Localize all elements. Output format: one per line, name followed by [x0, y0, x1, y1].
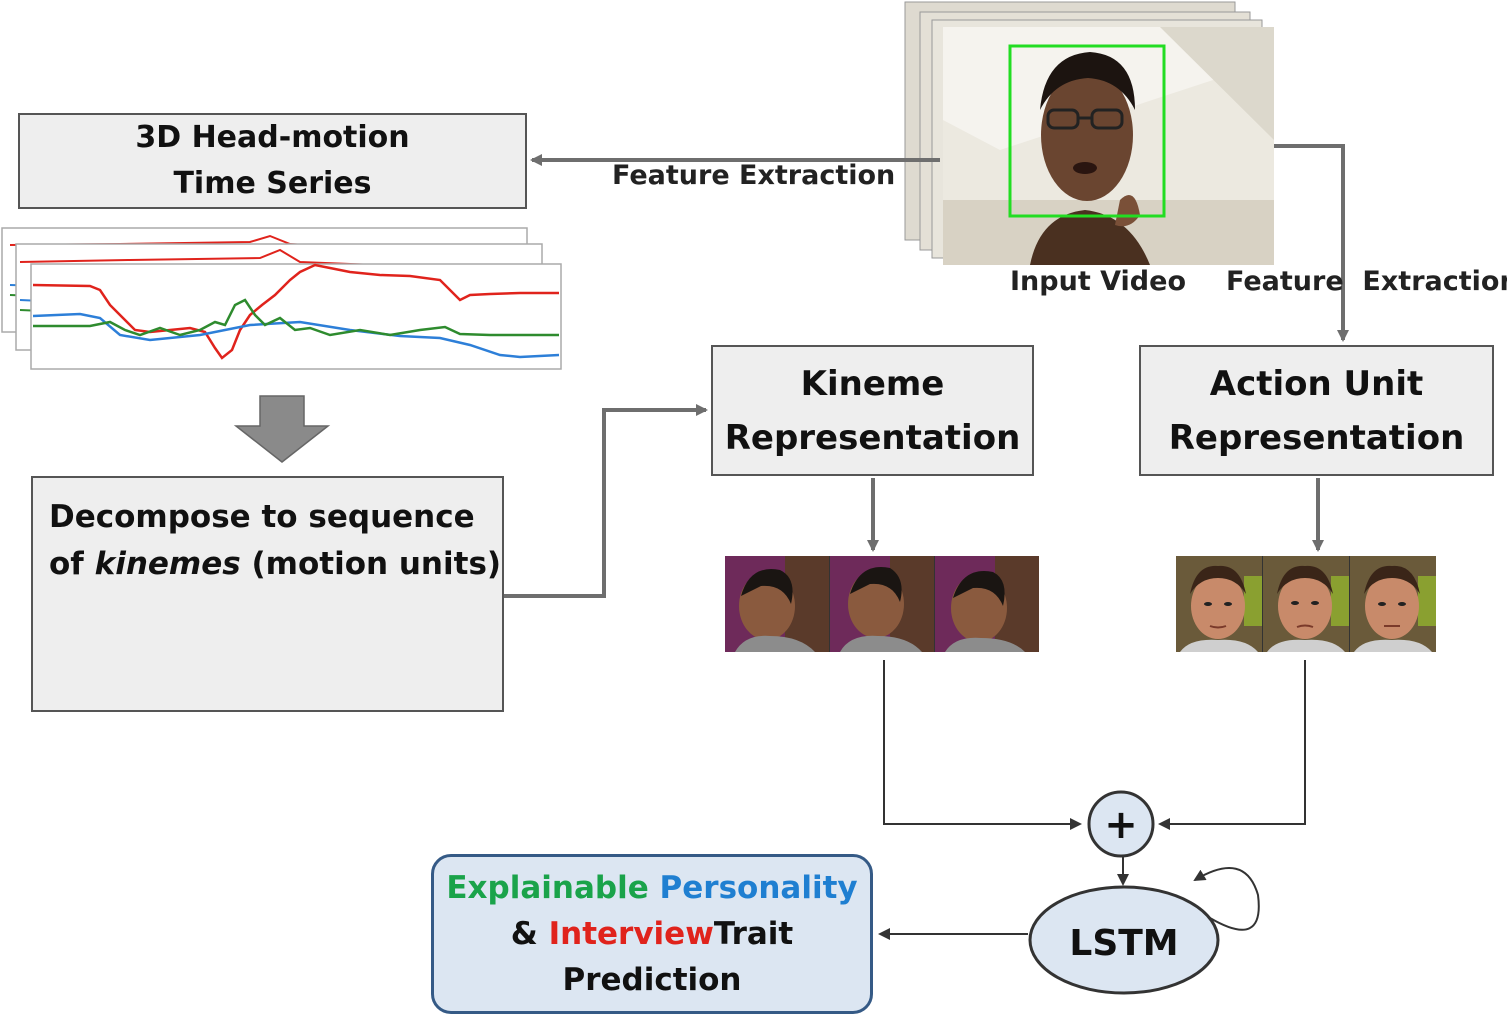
timeseries-line-2: Time Series [173, 166, 372, 201]
person-figure [1030, 52, 1150, 265]
arrow-to-kineme [504, 404, 708, 598]
prediction-line-2: & InterviewTrait [434, 911, 870, 957]
prediction-line-3: Prediction [562, 962, 742, 998]
feature-extraction-label-left: Feature Extraction [612, 160, 896, 191]
kineme-line-2: Representation [724, 417, 1021, 458]
decompose-line-1: Decompose to sequence [49, 499, 475, 535]
decompose-line-2: of kinemes (motion units) [49, 541, 501, 588]
prediction-output-box: Explainable Personality & InterviewTrait… [431, 854, 873, 1014]
lstm-recurrent-loop [1193, 867, 1260, 931]
input-video-label: Input Video [1010, 266, 1186, 297]
word-ampersand: & [510, 916, 538, 952]
decompose-kinemes-italic: kinemes [94, 546, 241, 582]
action-unit-avatar-thumbnails [1176, 556, 1436, 652]
timeseries-line-1: 3D Head-motion [135, 120, 410, 155]
line-kineme-to-plus [883, 660, 1082, 830]
series-green-line [33, 298, 559, 337]
plus-symbol: + [1104, 802, 1138, 848]
action-unit-line-2: Representation [1168, 417, 1465, 458]
series-red-line [32, 263, 559, 360]
decompose-of: of [49, 546, 95, 582]
action-unit-avatar-frame [1263, 556, 1350, 652]
decompose-kinemes-box: Decompose to sequence of kinemes (motion… [31, 476, 504, 712]
arrow-to-action-unit [1274, 144, 1349, 342]
word-personality: Personality [659, 870, 858, 906]
lstm-node [1028, 885, 1220, 995]
word-explainable: Explainable [446, 870, 649, 906]
kineme-avatar-thumbnails [725, 556, 1039, 652]
word-interview: Interview [548, 916, 714, 952]
kineme-avatar-frame [935, 556, 1039, 652]
action-unit-avatar-frame [1350, 556, 1436, 652]
decompose-motion-units: (motion units) [240, 546, 502, 582]
down-block-arrow [233, 395, 331, 463]
prediction-line-1: Explainable Personality [434, 865, 870, 911]
head-motion-plots [1, 227, 562, 370]
line-au-to-plus [1158, 660, 1306, 830]
lstm-label: LSTM [1069, 923, 1178, 964]
action-unit-avatar-frame [1176, 556, 1263, 652]
word-trait: Trait [713, 916, 794, 952]
feature-extraction-label-right: Feature Extraction [1226, 266, 1507, 297]
plus-node [1087, 790, 1155, 858]
video-frame-front [943, 27, 1274, 265]
action-unit-line-1: Action Unit [1209, 363, 1424, 404]
kineme-avatar-frame [830, 556, 935, 652]
kineme-avatar-frame [725, 556, 830, 652]
kineme-line-1: Kineme [800, 363, 945, 404]
kineme-representation-box: Kineme Representation [711, 345, 1034, 476]
input-video-frames [904, 1, 1274, 265]
face-detection-box [1008, 44, 1166, 218]
action-unit-representation-box: Action Unit Representation [1139, 345, 1494, 476]
plot-front [30, 263, 562, 370]
head-motion-timeseries-box: 3D Head-motion Time Series [18, 113, 527, 209]
